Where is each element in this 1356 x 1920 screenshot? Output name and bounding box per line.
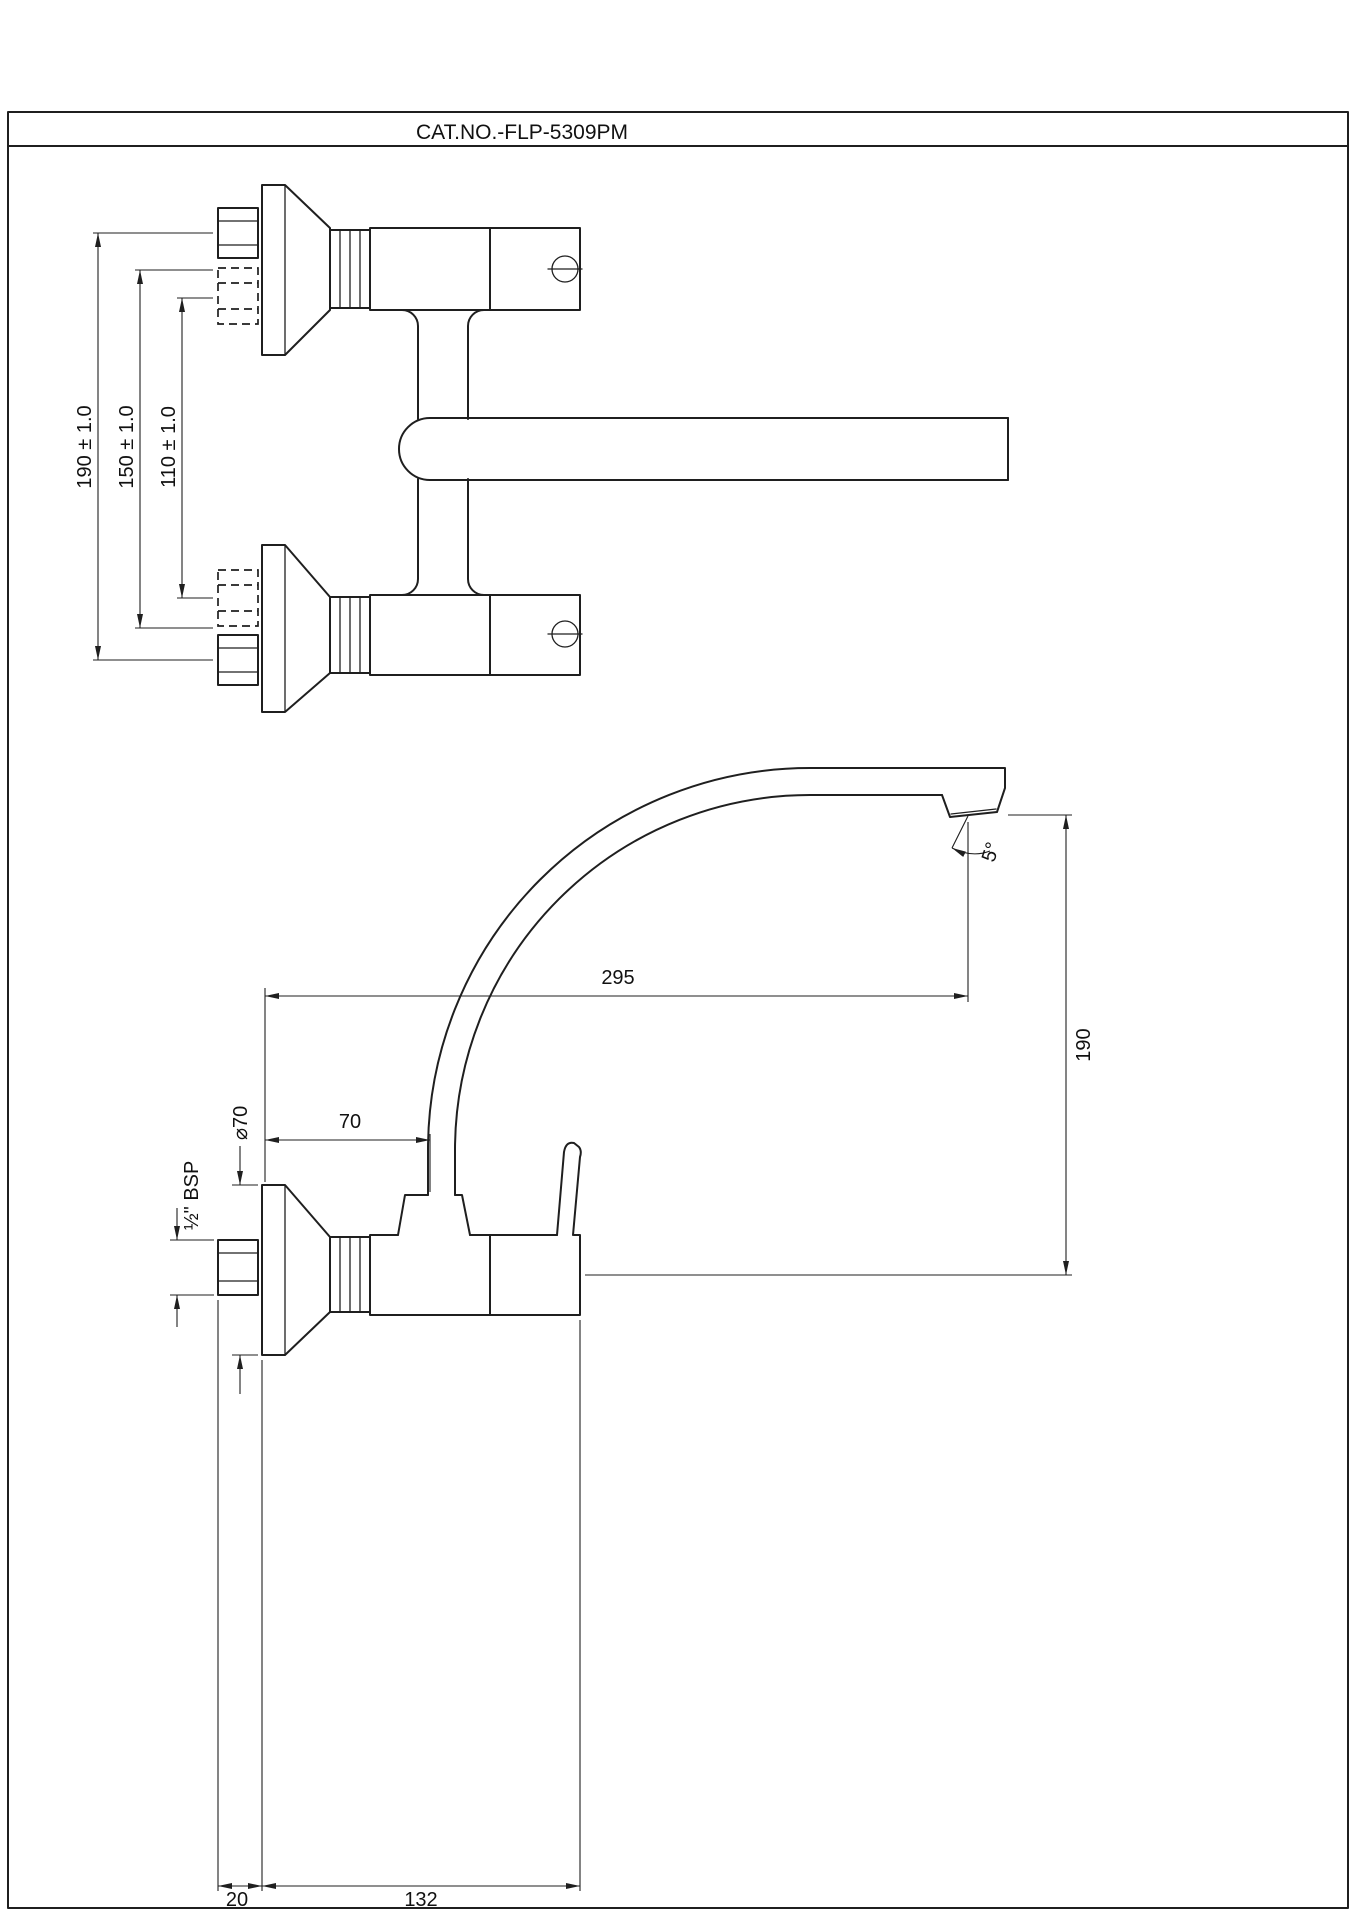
dim-spout-reach: 295 (601, 967, 634, 989)
side-view: 295 190 70 ⌀70 ½" BSP (170, 767, 1095, 1911)
dim-nipple-projection: 20 (226, 1889, 248, 1911)
dim-body-projection: 132 (404, 1889, 437, 1911)
inlet-connector-bottom (217, 544, 371, 713)
valve-body-bottom (369, 594, 583, 676)
aerator-line (950, 808, 997, 815)
tee-tube (401, 309, 485, 596)
inlet-connector-top (217, 184, 371, 356)
spout-front-view (398, 417, 1009, 481)
handle-lever (556, 1141, 582, 1236)
front-dimensions: 190 ± 1.0 150 ± 1.0 110 ± 1.0 (74, 232, 213, 661)
sheet-border (7, 111, 1349, 1909)
dim-outlet-angle: 5° (978, 840, 1005, 865)
side-dimensions: 295 190 70 ⌀70 ½" BSP (170, 814, 1095, 1911)
dim-inlet-thread: ½" BSP (181, 1161, 203, 1230)
inlet-bottom-alternate-position (217, 569, 259, 627)
front-view: 190 ± 1.0 150 ± 1.0 110 ± 1.0 (74, 184, 1009, 713)
valve-body-top (369, 227, 583, 311)
inlet-top-alternate-position (217, 267, 259, 325)
dim-inlet-span-max: 190 ± 1.0 (74, 405, 96, 488)
dim-inlet-span-min: 110 ± 1.0 (158, 406, 180, 488)
inlet-connector-side (217, 1184, 371, 1356)
valve-body-side (369, 1234, 581, 1316)
catalog-number-title: CAT.NO.-FLP-5309PM (416, 121, 628, 144)
dim-spout-offset: 70 (339, 1111, 361, 1133)
dim-outlet-height: 190 (1073, 1028, 1095, 1061)
dim-inlet-span-nominal: 150 ± 1.0 (116, 405, 138, 488)
spout-side-view (397, 767, 1006, 1236)
dim-flange-diameter: ⌀70 (230, 1106, 252, 1140)
